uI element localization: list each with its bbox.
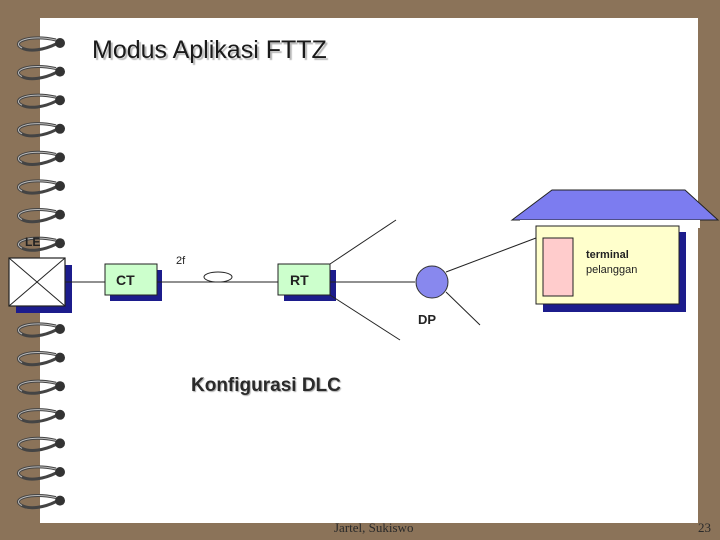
ct-label: CT <box>116 272 135 288</box>
terminal-box: terminal pelanggan <box>535 225 686 312</box>
rt-box: RT <box>277 263 336 301</box>
house-eave <box>520 220 700 228</box>
fiber-label: 2f <box>176 255 186 267</box>
rt-label: RT <box>290 272 309 288</box>
dp-link-terminal <box>445 237 537 273</box>
terminal-label-line2: pelanggan <box>586 264 637 276</box>
spiral-ring <box>17 493 65 510</box>
spiral-ring <box>17 207 65 224</box>
spiral-ring <box>17 122 65 138</box>
spiral-ring <box>17 408 65 424</box>
terminal-label-line1: terminal <box>586 249 629 261</box>
rt-branch-down <box>329 294 401 341</box>
terminal-device <box>542 237 574 297</box>
spiral-ring <box>17 436 65 452</box>
le-label: LE <box>25 235 40 249</box>
spiral-ring <box>17 64 65 81</box>
spiral-ring <box>17 93 65 109</box>
dp-label: DP <box>418 312 436 327</box>
spiral-ring <box>17 379 65 395</box>
diagram-caption: Konfigurasi DLC <box>191 375 341 396</box>
spiral-ring <box>17 179 65 195</box>
spiral-ring <box>17 322 65 338</box>
spiral-ring <box>17 150 65 166</box>
house-roof <box>510 189 720 221</box>
page-number: 23 <box>698 520 711 535</box>
fiber-splice-icon <box>203 271 233 283</box>
spiral-ring <box>17 465 65 481</box>
slide-title: Modus Aplikasi FTTZ <box>92 36 327 64</box>
dp-node <box>415 265 449 299</box>
ct-box: CT <box>104 263 162 301</box>
dp-branch-down <box>445 291 481 326</box>
spiral-ring <box>17 350 65 367</box>
slide-footer: Jartel, Sukiswo <box>334 520 414 535</box>
rt-branch-up <box>329 219 397 265</box>
spiral-ring <box>17 36 65 52</box>
spiral-ring <box>17 236 65 252</box>
le-box <box>8 257 72 313</box>
